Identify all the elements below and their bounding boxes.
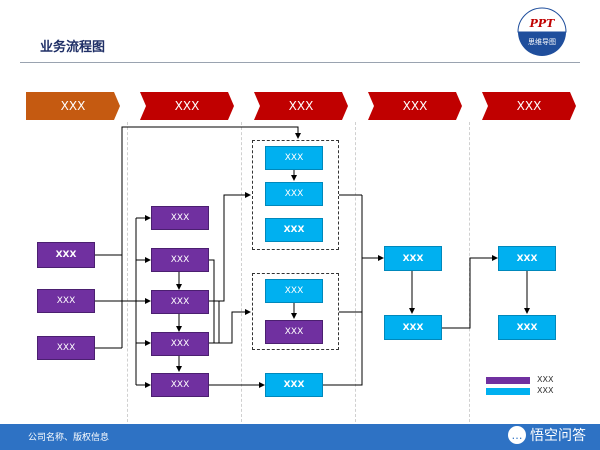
logo-top-text: PPT [529,17,556,30]
chat-bubble-icon: … [508,426,526,444]
process-box-5-2: XXX [498,315,556,340]
logo-bottom-text: 思维导图 [528,37,556,46]
watermark-text: 悟空问答 [530,428,586,444]
watermark: … 悟空问答 [508,425,586,445]
group-b-box-1: XXX [265,279,323,303]
logo: PPT 思维导图 [517,7,567,56]
group-box-a [252,140,339,250]
process-box-5-1: XXX [498,246,556,271]
legend-swatch-cyan [486,388,530,395]
legend-label-cyan: XXX [537,386,554,395]
legend-swatch-purple [486,377,530,384]
page-title: 业务流程图 [40,40,106,55]
process-box-4-2: XXX [384,315,442,340]
process-box-4-1: XXX [384,246,442,271]
stage-5: XXX [482,92,576,120]
stage-4: XXX [368,92,462,120]
process-box-2-3: XXX [151,290,209,314]
process-box-3-bottom: XXX [265,373,323,397]
group-a-box-2: XXX [265,182,323,206]
input-box-3: XXX [37,336,95,360]
stage-2: XXX [140,92,234,120]
process-box-2-4: XXX [151,332,209,356]
group-box-b [252,273,339,350]
input-box-1: XXX [37,242,95,268]
legend-label-purple: XXX [537,375,554,384]
column-separator [355,122,356,422]
input-box-2: XXX [37,289,95,313]
footer-text: 公司名称、版权信息 [28,433,110,443]
process-box-2-5: XXX [151,373,209,397]
footer-bar [0,424,600,450]
stage-1: XXX [26,92,120,120]
title-divider [20,62,580,63]
stage-5-label: XXX [516,99,542,113]
group-b-box-2: XXX [265,320,323,344]
stage-4-label: XXX [402,99,428,113]
stage-2-label: XXX [174,99,200,113]
stage-1-label: XXX [60,99,86,113]
stage-3: XXX [254,92,348,120]
process-box-2-2: XXX [151,248,209,272]
group-a-box-3: XXX [265,218,323,242]
stage-3-label: XXX [288,99,314,113]
column-separator [127,122,128,422]
group-a-box-1: XXX [265,146,323,170]
process-box-2-1: XXX [151,206,209,230]
column-separator [241,122,242,422]
